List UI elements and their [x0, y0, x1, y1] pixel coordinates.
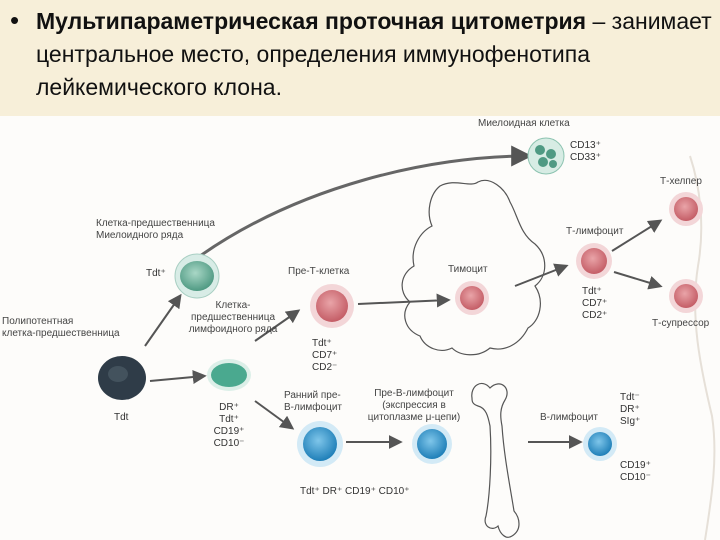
- t-lymphocyte-cell: [576, 243, 612, 279]
- arrow-pluripotent-to-lymphoid: [149, 370, 207, 385]
- arrow-t-lymphocyte-to-helper: [611, 219, 663, 252]
- label-t-lymphocyte: Т-лимфоцит: [566, 226, 624, 237]
- markers-t-lymphocyte: Tdt⁺ CD7⁺ CD2⁺: [582, 286, 608, 321]
- markers-lymphoid-progenitor: DR⁺ Tdt⁺ CD19⁺ CD10⁻: [213, 402, 245, 449]
- bone-outline: [471, 383, 520, 538]
- markers-b-lymphocyte-bottom: CD19⁺ CD10⁻: [620, 460, 651, 483]
- marker-tdt-myeloid-progenitor: Tdt⁺: [146, 268, 166, 279]
- arrow-myeloid-progenitor-to-myeloid: [199, 145, 533, 258]
- diagram-graphics: [98, 137, 716, 540]
- thymus-outline: [401, 179, 546, 356]
- myeloid-cell: [527, 137, 565, 175]
- arrow-pre-t-to-thymocyte: [357, 293, 451, 308]
- early-pre-b-cell: [297, 421, 343, 467]
- slide-header: • Мультипараметрическая проточная цитоме…: [0, 0, 720, 118]
- label-t-helper: Т-хелпер: [660, 176, 702, 187]
- myeloid-progenitor-cell: [174, 253, 220, 299]
- markers-b-lymphocyte-top: Tdt⁻ DR⁺ SIg⁺: [620, 392, 641, 427]
- lymphoid-progenitor-cell: [207, 359, 251, 391]
- label-pluripotent: Полипотентная клетка-предшественница: [2, 316, 120, 339]
- slide-title-bold: Мультипараметрическая проточная цитометр…: [36, 8, 587, 34]
- arrow-lymphoid-to-pre-t: [254, 309, 301, 342]
- slide-title-rest: – занимает центральное место, определени…: [36, 8, 712, 100]
- label-myeloid-cell: Миелоидная клетка: [478, 118, 570, 129]
- label-b-lymphocyte: В-лимфоцит: [540, 412, 598, 423]
- slide-title: Мультипараметрическая проточная цитометр…: [36, 5, 716, 104]
- arrow-lymphoid-to-early-pre-b: [254, 400, 295, 430]
- arrow-thymocyte-to-t-lymphocyte: [514, 263, 569, 287]
- b-lymphocyte-cell: [583, 427, 617, 461]
- pluripotent-cell: [98, 356, 146, 400]
- label-early-pre-b: Ранний пре- В-лимфоцит: [284, 390, 342, 413]
- label-lymphoid-progenitor: Клетка- предшественница лимфоидного ряда: [188, 300, 278, 335]
- label-pre-t: Пре-Т-клетка: [288, 266, 350, 277]
- label-myeloid-progenitor: Клетка-предшественница Миелоидного ряда: [96, 218, 215, 241]
- label-pre-b: Пре-В-лимфоцит (экспрессия в цитоплазме …: [367, 388, 461, 423]
- label-thymocyte: Тимоцит: [448, 264, 488, 275]
- t-suppressor-cell: [669, 279, 703, 313]
- markers-myeloid: CD13⁺ CD33⁺: [570, 140, 601, 163]
- label-t-suppressor: Т-супрессор: [652, 318, 710, 329]
- hematopoiesis-diagram: Миелоидная клетка Клетка-предшественница…: [0, 116, 720, 540]
- arrow-t-lymphocyte-to-suppressor: [613, 271, 663, 290]
- marker-tdt-pluripotent: Tdt: [114, 412, 129, 423]
- pre-b-cell: [412, 424, 452, 464]
- thymocyte-cell: [455, 281, 489, 315]
- pre-t-cell: [310, 284, 354, 328]
- markers-pre-b: Tdt⁺ DR⁺ CD19⁺ CD10⁺: [300, 486, 410, 497]
- t-helper-cell: [669, 192, 703, 226]
- bullet-marker: •: [10, 5, 20, 35]
- arrow-pluripotent-to-myeloid-progenitor: [144, 293, 182, 347]
- markers-pre-t: Tdt⁺ CD7⁺ CD2⁻: [312, 338, 338, 373]
